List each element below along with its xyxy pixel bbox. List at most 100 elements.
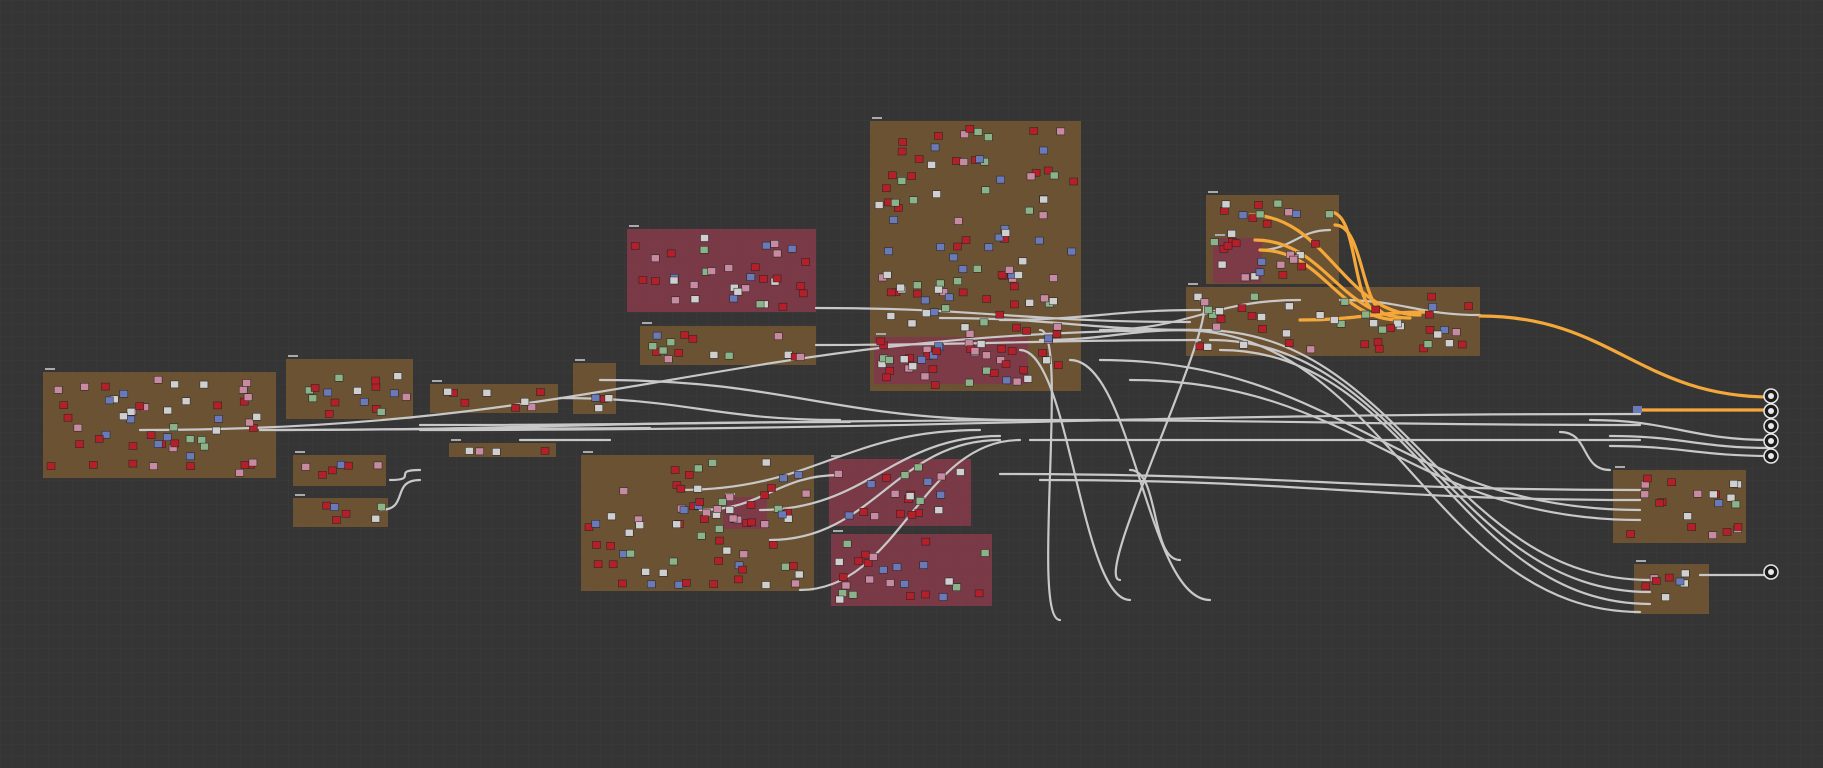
graph-node[interactable]	[186, 452, 195, 461]
graph-node[interactable]	[1216, 315, 1226, 323]
graph-node[interactable]	[1239, 341, 1248, 349]
graph-node[interactable]	[674, 580, 684, 589]
graph-node[interactable]	[1257, 313, 1266, 321]
graph-node[interactable]	[958, 265, 968, 273]
graph-node[interactable]	[1664, 573, 1674, 582]
graph-node[interactable]	[1427, 292, 1436, 301]
graph-node[interactable]	[1042, 356, 1051, 365]
graph-node[interactable]	[186, 462, 195, 470]
graph-node[interactable]	[1005, 266, 1014, 274]
output-node[interactable]	[1763, 388, 1779, 404]
graph-node[interactable]	[1433, 330, 1443, 339]
graph-node[interactable]	[913, 281, 922, 290]
graph-node[interactable]	[1238, 211, 1248, 219]
graph-node[interactable]	[1733, 523, 1743, 531]
graph-node[interactable]	[1708, 531, 1717, 539]
graph-node[interactable]	[1423, 340, 1433, 348]
graph-node[interactable]	[1687, 523, 1696, 531]
graph-node[interactable]	[330, 398, 340, 407]
graph-node[interactable]	[974, 589, 984, 598]
graph-node[interactable]	[870, 512, 879, 520]
graph-node[interactable]	[1052, 330, 1062, 338]
graph-node[interactable]	[607, 512, 616, 521]
graph-node[interactable]	[676, 484, 686, 493]
graph-node[interactable]	[235, 469, 244, 477]
graph-node[interactable]	[693, 485, 703, 493]
graph-node[interactable]	[1714, 499, 1724, 507]
graph-node[interactable]	[334, 374, 344, 382]
graph-node[interactable]	[332, 516, 341, 524]
graph-node[interactable]	[89, 461, 98, 469]
graph-node[interactable]	[245, 418, 254, 427]
graph-node[interactable]	[1221, 200, 1231, 209]
frame[interactable]	[449, 443, 556, 457]
graph-node[interactable]	[929, 308, 939, 316]
graph-node[interactable]	[651, 277, 660, 285]
graph-node[interactable]	[970, 347, 980, 355]
graph-node[interactable]	[1210, 238, 1219, 246]
graph-node[interactable]	[982, 351, 991, 360]
graph-node[interactable]	[879, 566, 888, 574]
graph-node[interactable]	[787, 245, 797, 253]
graph-node[interactable]	[975, 155, 984, 164]
graph-node[interactable]	[1018, 257, 1028, 266]
graph-node[interactable]	[777, 510, 787, 519]
graph-node[interactable]	[783, 514, 793, 523]
output-node[interactable]	[1763, 433, 1779, 449]
graph-node[interactable]	[242, 379, 251, 387]
graph-node[interactable]	[1675, 577, 1685, 586]
graph-node[interactable]	[989, 369, 999, 377]
graph-node[interactable]	[1285, 302, 1294, 311]
graph-node[interactable]	[149, 462, 158, 470]
graph-node[interactable]	[482, 389, 492, 397]
graph-node[interactable]	[540, 447, 550, 455]
graph-node[interactable]	[859, 508, 869, 516]
graph-node[interactable]	[185, 435, 195, 443]
graph-node[interactable]	[243, 393, 253, 401]
graph-node[interactable]	[899, 355, 909, 363]
graph-node[interactable]	[914, 463, 923, 472]
graph-node[interactable]	[844, 511, 854, 520]
graph-node[interactable]	[1276, 260, 1286, 269]
graph-node[interactable]	[839, 573, 848, 582]
graph-node[interactable]	[953, 242, 962, 251]
graph-node[interactable]	[310, 384, 320, 392]
graph-node[interactable]	[923, 478, 933, 486]
graph-node[interactable]	[101, 430, 111, 439]
graph-node[interactable]	[965, 125, 975, 133]
graph-node[interactable]	[952, 583, 961, 591]
graph-node[interactable]	[917, 356, 926, 364]
graph-node[interactable]	[330, 503, 339, 511]
graph-node[interactable]	[1258, 325, 1267, 333]
graph-node[interactable]	[1203, 343, 1213, 351]
graph-node[interactable]	[876, 337, 886, 346]
graph-node[interactable]	[1681, 569, 1690, 578]
graph-node[interactable]	[1284, 208, 1294, 217]
graph-node[interactable]	[866, 480, 876, 488]
graph-node[interactable]	[733, 287, 743, 296]
graph-node[interactable]	[886, 312, 896, 320]
graph-node[interactable]	[1012, 377, 1022, 386]
graph-node[interactable]	[973, 128, 983, 136]
graph-node[interactable]	[666, 249, 676, 258]
graph-node[interactable]	[1440, 326, 1449, 334]
graph-node[interactable]	[1633, 406, 1642, 413]
graph-node[interactable]	[938, 593, 948, 601]
graph-node[interactable]	[778, 302, 788, 311]
graph-node[interactable]	[1217, 260, 1227, 269]
graph-node[interactable]	[393, 372, 403, 380]
graph-node[interactable]	[1311, 240, 1320, 248]
graph-node[interactable]	[709, 351, 719, 359]
graph-node[interactable]	[1227, 229, 1236, 238]
graph-node[interactable]	[1284, 339, 1294, 347]
graph-node[interactable]	[885, 367, 895, 375]
graph-node[interactable]	[126, 408, 136, 416]
graph-node[interactable]	[1360, 340, 1370, 349]
graph-node[interactable]	[1425, 326, 1435, 334]
graph-node[interactable]	[954, 217, 963, 225]
graph-node[interactable]	[699, 246, 709, 254]
graph-node[interactable]	[1655, 499, 1664, 507]
graph-node[interactable]	[135, 402, 145, 410]
graph-node[interactable]	[377, 503, 386, 511]
graph-node[interactable]	[1001, 360, 1011, 368]
